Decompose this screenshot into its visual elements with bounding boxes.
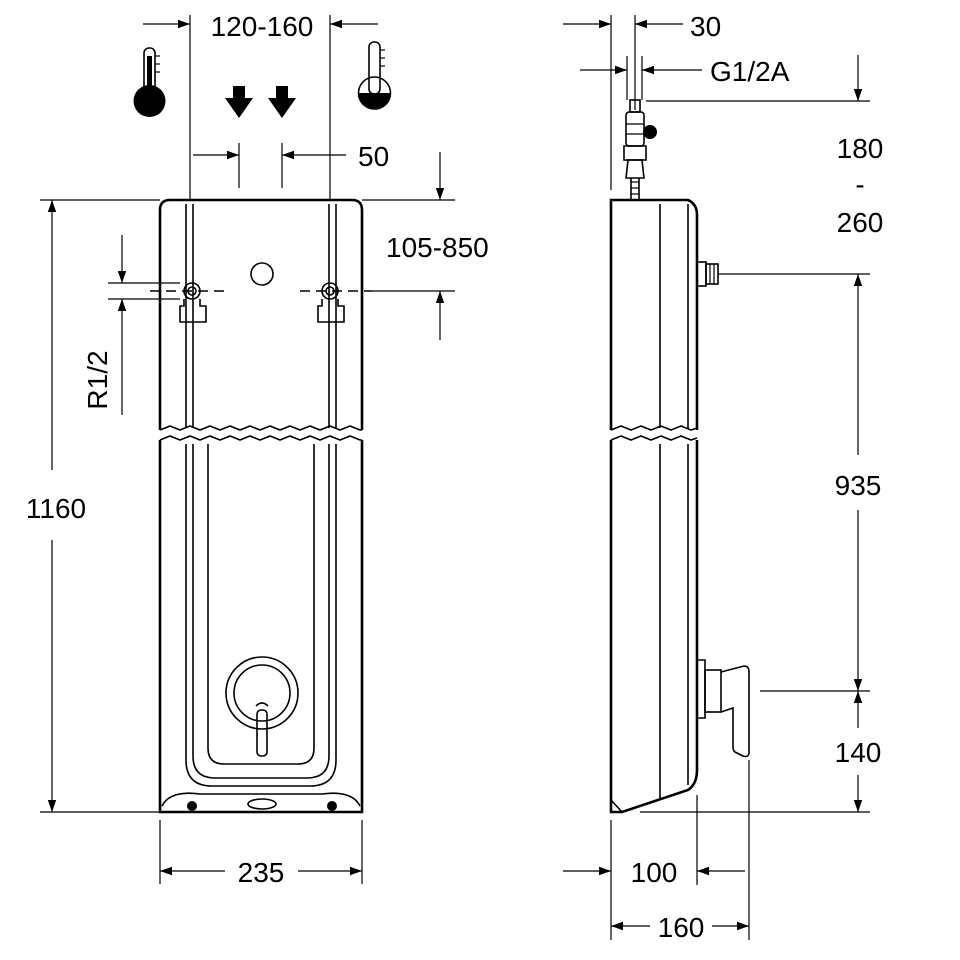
top-cap [250, 262, 274, 286]
dim-connection-thread: R1/2 [82, 350, 113, 409]
rail-lower-outer [185, 444, 337, 787]
dim-mount-height: 105-850 [386, 232, 489, 263]
down-arrow-icon [225, 86, 253, 118]
dim-valve-height-a: 180 [837, 133, 884, 164]
down-arrow-icon [268, 86, 296, 118]
dim-lever-height: 140 [835, 737, 882, 768]
side-view: 30 G1/2A 180 - 260 935 140 100 160 [563, 11, 883, 943]
break-line-top [159, 425, 362, 431]
front-view: 120-160 50 105-850 R1/2 1160 235 [26, 11, 489, 888]
side-fitting [696, 261, 719, 287]
connection-right [317, 282, 345, 323]
mixer-lever[interactable] [225, 656, 299, 757]
dim-total-height: 1160 [26, 493, 86, 524]
break-line-bottom [159, 435, 362, 441]
bottom-strip [161, 792, 361, 807]
bottom-screw-right [327, 801, 337, 811]
dim-valve-height-b: 260 [837, 207, 884, 238]
rail-lower-mid [192, 444, 330, 779]
dim-valve-thread: G1/2A [710, 56, 790, 87]
side-body-lower [609, 440, 699, 814]
angle-valve [623, 99, 657, 200]
side-bottom-bevel [610, 799, 623, 813]
thermometer-cold-icon [357, 41, 392, 110]
rail-lower-inner [207, 444, 315, 765]
side-break-top [610, 425, 698, 431]
dim-inlet-offset: 50 [358, 141, 389, 172]
bottom-screw-left [187, 801, 197, 811]
dim-fixing-spacing: 935 [835, 470, 882, 501]
dim-valve-height-sep: - [855, 169, 864, 200]
side-break-bottom [610, 435, 698, 441]
dim-valve-offset: 30 [690, 11, 721, 42]
thermometer-hot-icon [133, 47, 166, 117]
dim-body-depth: 100 [631, 857, 678, 888]
side-lever[interactable] [697, 659, 750, 758]
dim-total-depth: 160 [658, 912, 705, 943]
bottom-sensor [247, 798, 277, 810]
dim-width: 235 [238, 857, 285, 888]
panel-lower [158, 440, 364, 814]
dim-supply-spacing: 120-160 [211, 11, 314, 42]
side-body-upper [609, 198, 699, 430]
panel-upper [158, 198, 364, 430]
